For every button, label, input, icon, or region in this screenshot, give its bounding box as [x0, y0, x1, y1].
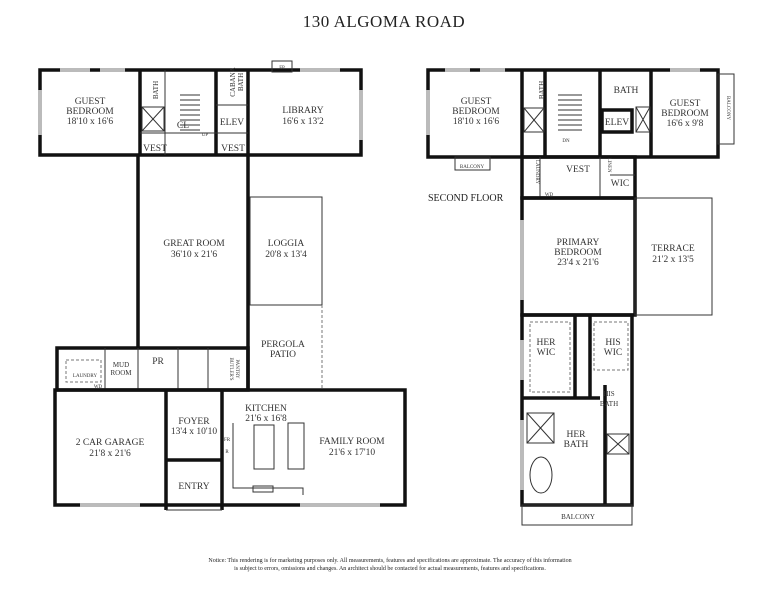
room-label-her-wic-2: WIC	[537, 348, 555, 358]
room-label-foyer: FOYER	[178, 417, 210, 427]
second-floor-windows	[426, 68, 700, 490]
room-label-laundry: LAUNDRY	[73, 374, 98, 379]
room-label-pergola: PERGOLA	[261, 340, 305, 350]
stairs-up-label: UP	[202, 133, 209, 138]
room-label-patio: PATIO	[270, 350, 296, 360]
room-label-mud: MUD	[113, 361, 129, 369]
second-floor-heading: SECOND FLOOR	[428, 193, 504, 204]
balcony-label-left: BALCONY	[460, 165, 485, 170]
room-size-guest-bedroom: 18'10 x 16'6	[67, 117, 113, 127]
balcony-label-right: BALCONY	[725, 96, 730, 121]
room-label-great-room: GREAT ROOM	[163, 239, 225, 249]
room-label-guest-bedroom-2: GUEST	[670, 99, 701, 109]
room-label-her-bath: HER	[567, 430, 587, 440]
room-label-cabana-bath: BATH	[237, 73, 245, 91]
room-label-primary-bedroom-2: BEDROOM	[554, 248, 602, 258]
stairs-icon	[558, 94, 582, 131]
washer-dryer-label: WD	[94, 385, 103, 390]
range-label: R	[225, 450, 229, 455]
room-size-garage: 21'8 x 21'6	[89, 449, 131, 459]
balcony-label-bottom: BALCONY	[561, 513, 595, 521]
room-label-closet: CL	[177, 121, 189, 131]
room-label-primary-bedroom: PRIMARY	[557, 238, 600, 248]
room-label-guest-bedroom-1: GUEST	[461, 97, 492, 107]
stairs-icon	[180, 94, 200, 131]
room-label-his-wic-2: WIC	[604, 348, 622, 358]
room-size-guest-bedroom-2: 16'6 x 9'8	[667, 119, 704, 129]
room-label-his-bath: HIS	[603, 390, 614, 398]
room-label-vest-left: VEST	[143, 144, 167, 154]
room-label-powder: PR	[152, 357, 164, 367]
room-size-loggia: 20'8 x 13'4	[265, 250, 307, 260]
room-size-library: 16'6 x 13'2	[282, 117, 324, 127]
notice-line-2: is subject to errors, omissions and chan…	[234, 566, 546, 572]
fridge-label: FR	[224, 438, 231, 443]
room-label-bath-1: BATH	[538, 81, 546, 99]
room-label-bath: BATH	[152, 81, 160, 99]
room-label-elevator: ELEV	[220, 118, 244, 128]
room-label-laundry-2: LAUNDRY	[534, 160, 539, 185]
room-label-kitchen: KITCHEN	[245, 404, 287, 414]
room-label-family-room: FAMILY ROOM	[319, 437, 385, 447]
room-label-wic: WIC	[611, 179, 629, 189]
first-floor-windows	[38, 68, 380, 507]
room-label-loggia: LOGGIA	[268, 239, 305, 249]
washer-dryer-label-2: WD	[545, 193, 554, 198]
room-label-terrace: TERRACE	[651, 244, 694, 254]
room-size-kitchen: 21'6 x 16'8	[245, 414, 287, 424]
notice-line-1: Notice: This rendering is for marketing …	[208, 558, 572, 564]
room-size-guest-bedroom-1: 18'10 x 16'6	[453, 117, 499, 127]
room-label-his-wic: HIS	[605, 338, 620, 348]
room-label-garage: 2 CAR GARAGE	[76, 438, 145, 448]
room-size-foyer: 13'4 x 10'10	[171, 427, 217, 437]
kitchen-island	[253, 424, 275, 470]
second-floor-labels: GUEST BEDROOM 18'10 x 16'6 BATH BATH DN …	[452, 81, 730, 521]
room-label-mud-room: ROOM	[110, 369, 132, 377]
room-label-entry: ENTRY	[178, 482, 209, 492]
room-label-pantry: PANTRY	[234, 359, 239, 379]
room-label-elevator-2: ELEV	[605, 118, 629, 128]
room-label-library: LIBRARY	[282, 106, 323, 116]
room-label-cabana: CABANA	[229, 67, 237, 97]
fireplace-label: FP	[279, 66, 285, 71]
stairs-down-label: DN	[562, 139, 570, 144]
room-label-bath-2: BATH	[614, 86, 639, 96]
first-floor-labels: GUEST BEDROOM 18'10 x 16'6 BATH CABANA B…	[66, 66, 385, 492]
room-size-primary-bedroom: 23'4 x 21'6	[557, 258, 599, 268]
room-label-guest-bedroom-2: BEDROOM	[66, 107, 114, 117]
room-label-guest-bedroom-2b: BEDROOM	[661, 109, 709, 119]
kitchen-counter	[287, 422, 305, 470]
room-label-his-bath-2: BATH	[600, 400, 618, 408]
room-size-great-room: 36'10 x 21'6	[171, 250, 217, 260]
room-label-vest-right: VEST	[221, 144, 245, 154]
room-label-butlers: BUTLER'S	[228, 357, 233, 380]
disclaimer-notice: Notice: This rendering is for marketing …	[150, 557, 630, 573]
room-label-her-wic: HER	[537, 338, 557, 348]
second-floor-walls	[426, 68, 735, 526]
room-label-guest-bedroom-1b: BEDROOM	[452, 107, 500, 117]
room-label-linen: LINEN	[606, 158, 611, 173]
room-label-vest-2: VEST	[566, 165, 590, 175]
plan-title: 130 ALGOMA ROAD	[302, 12, 466, 31]
room-label-her-bath-2: BATH	[564, 440, 589, 450]
room-label-guest-bedroom: GUEST	[75, 97, 106, 107]
room-size-family-room: 21'6 x 17'10	[329, 448, 375, 458]
room-size-terrace: 21'2 x 13'5	[652, 255, 694, 265]
